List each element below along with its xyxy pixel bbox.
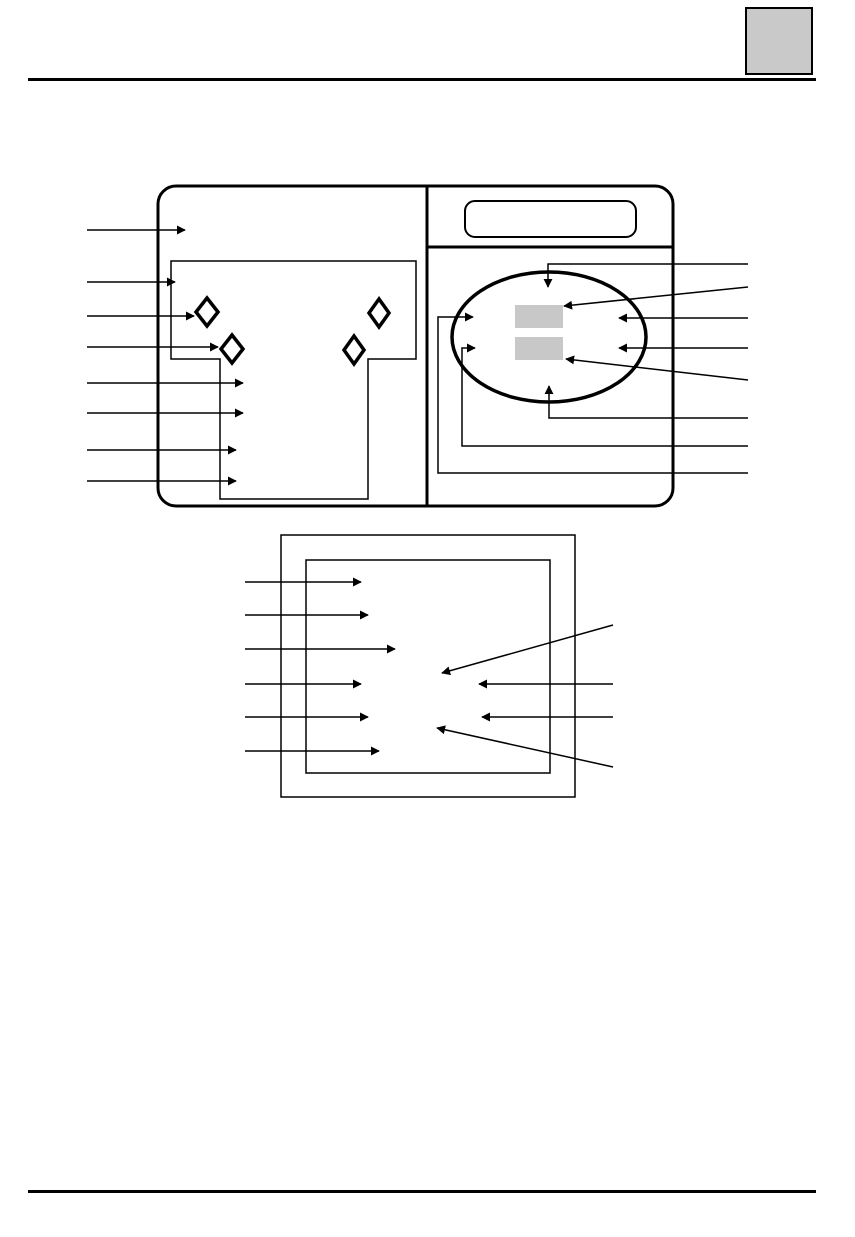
led-diamond <box>341 332 367 368</box>
callout-arrow <box>543 263 748 288</box>
footer-rule <box>28 1190 816 1193</box>
lower-left-callouts <box>245 577 396 756</box>
callout-arrow <box>436 725 614 768</box>
lower-right-callouts <box>436 624 614 768</box>
led-diamond <box>193 295 221 329</box>
upper-unit <box>87 184 749 508</box>
lower-outer-frame <box>280 534 576 798</box>
callout-arrow <box>437 312 748 474</box>
lower-inner-frame <box>305 559 551 774</box>
upper-unit-outline <box>156 184 675 508</box>
callout-arrow <box>441 624 614 676</box>
header-rule <box>28 78 816 81</box>
display-block-upper <box>515 305 563 328</box>
page-tab-marker <box>745 7 813 75</box>
led-diamond <box>218 332 246 366</box>
right-panel-callouts <box>437 263 749 474</box>
callout-arrow <box>544 385 748 419</box>
callout-arrow <box>563 286 749 310</box>
left-panel-inner-outline <box>170 260 417 500</box>
callout-arrow <box>565 355 749 381</box>
left-panel-callouts <box>87 225 244 486</box>
display-block-lower <box>515 337 563 360</box>
callout-arrow <box>461 343 748 447</box>
carry-handle <box>464 200 637 238</box>
lower-unit <box>245 534 614 798</box>
led-diamond <box>366 295 392 331</box>
